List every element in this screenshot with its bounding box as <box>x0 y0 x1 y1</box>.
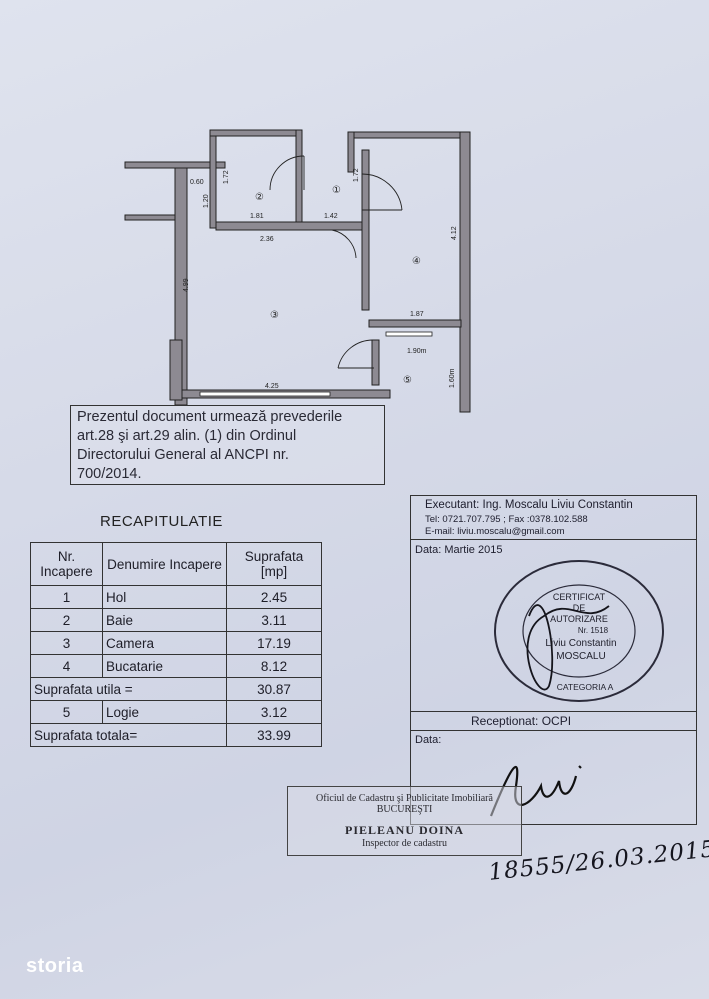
room-area: 17.19 <box>226 631 322 655</box>
executant-contact: Tel: 0721.707.795 ; Fax :0378.102.588 <box>425 514 588 525</box>
floor-plan: ① ② ③ ④ ⑤ 0.60 1.72 1.20 1.81 1.72 1.42 … <box>124 129 471 413</box>
dimension-label: 1.42 <box>324 213 338 220</box>
room-number-4: ④ <box>412 256 421 267</box>
room-nr: 3 <box>30 631 103 655</box>
useful-area-row: Suprafata utila = 30.87 <box>30 677 322 701</box>
room-area: 2.45 <box>226 585 322 609</box>
room-number-1: ① <box>332 185 341 196</box>
notice-line: Directorului General al ANCPI nr. <box>77 447 289 463</box>
divider <box>411 539 696 540</box>
executant-email: E-mail: liviu.moscalu@gmail.com <box>425 526 565 537</box>
table-row: 2 Baie 3.11 <box>30 608 322 632</box>
table-header-row: Nr. Incapere Denumire Incapere Suprafata… <box>30 542 322 586</box>
room-nr: 5 <box>30 700 103 724</box>
useful-area-label: Suprafata utila = <box>30 677 227 701</box>
seal-text: Nr. 1518 <box>578 626 609 635</box>
dimension-label: 1.90m <box>407 348 427 355</box>
room-area: 3.11 <box>226 608 322 632</box>
signature-icon <box>526 604 610 691</box>
notice-line: Prezentul document urmează prevederile <box>77 409 343 425</box>
seal-text: AUTORIZARE <box>550 614 608 624</box>
table-row: 5 Logie 3.12 <box>30 700 322 724</box>
inspector-signature-icon <box>489 765 582 817</box>
table-row: 1 Hol 2.45 <box>30 585 322 609</box>
office-name: Oficiul de Cadastru şi Publicitate Imobi… <box>316 793 493 804</box>
room-name: Bucatarie <box>102 654 227 678</box>
authorization-seal: CERTIFICAT DE AUTORIZARE Nr. 1518 Liviu … <box>494 560 664 702</box>
column-header: Suprafata [mp] <box>226 542 322 586</box>
recap-title: RECAPITULATIE <box>100 513 223 530</box>
room-name: Logie <box>102 700 227 724</box>
dimension-label: 4.99 <box>183 278 190 292</box>
notice-line: art.28 şi art.29 alin. (1) din Ordinul <box>77 428 297 444</box>
useful-area-value: 30.87 <box>226 677 322 701</box>
seal-text: CERTIFICAT <box>553 592 606 602</box>
table-row: 3 Camera 17.19 <box>30 631 322 655</box>
room-area: 8.12 <box>226 654 322 678</box>
inspector-name: PIELEANU DOINA <box>344 823 464 837</box>
dimension-label: 1.87 <box>410 311 424 318</box>
room-number-5: ⑤ <box>403 375 412 386</box>
divider <box>411 730 696 731</box>
room-name: Baie <box>102 608 227 632</box>
reception-date-label: Data: <box>415 734 442 746</box>
dimension-label: 4.25 <box>265 383 279 390</box>
recap-table: Nr. Incapere Denumire Incapere Suprafata… <box>30 542 322 747</box>
cadastre-office-stamp: Oficiul de Cadastru şi Publicitate Imobi… <box>287 786 522 856</box>
room-name: Hol <box>102 585 227 609</box>
seal-text: CATEGORIA A <box>557 682 614 692</box>
document-date: Data: Martie 2015 <box>415 544 503 556</box>
dimension-label: 1.72 <box>353 168 360 182</box>
total-area-value: 33.99 <box>226 723 322 747</box>
room-number-2: ② <box>255 192 264 203</box>
room-nr: 1 <box>30 585 103 609</box>
executant-box: Executant: Ing. Moscalu Liviu Constantin… <box>410 495 697 825</box>
office-city: BUCUREŞTI <box>376 804 433 815</box>
seal-text: Liviu Constantin <box>545 638 616 649</box>
column-header: Denumire Incapere <box>102 542 227 586</box>
dimension-label: 1.72 <box>223 170 230 184</box>
executant-name: Executant: Ing. Moscalu Liviu Constantin <box>425 499 633 511</box>
inspector-role: Inspector de cadastru <box>362 838 447 849</box>
total-area-row: Suprafata totala= 33.99 <box>30 723 322 747</box>
seal-text: DE <box>573 603 586 613</box>
divider <box>411 711 696 712</box>
dimension-label: 1.81 <box>250 213 264 220</box>
dimension-label: 4.12 <box>451 226 458 240</box>
storia-logo: storia <box>26 955 84 977</box>
dimension-label: 2.36 <box>260 236 274 243</box>
legal-notice: Prezentul document urmează prevederile a… <box>70 405 385 485</box>
table-row: 4 Bucatarie 8.12 <box>30 654 322 678</box>
dimension-label: 1.20 <box>203 194 210 208</box>
room-nr: 2 <box>30 608 103 632</box>
received-by: Receptionat: OCPI <box>471 714 572 728</box>
dimension-label: 1.60m <box>449 368 456 388</box>
room-number-3: ③ <box>270 310 279 321</box>
room-area: 3.12 <box>226 700 322 724</box>
room-nr: 4 <box>30 654 103 678</box>
total-area-label: Suprafata totala= <box>30 723 227 747</box>
column-header: Nr. Incapere <box>30 542 103 586</box>
notice-line: 700/2014. <box>77 466 142 482</box>
dimension-label: 0.60 <box>190 179 204 186</box>
seal-text: MOSCALU <box>556 651 605 662</box>
room-name: Camera <box>102 631 227 655</box>
